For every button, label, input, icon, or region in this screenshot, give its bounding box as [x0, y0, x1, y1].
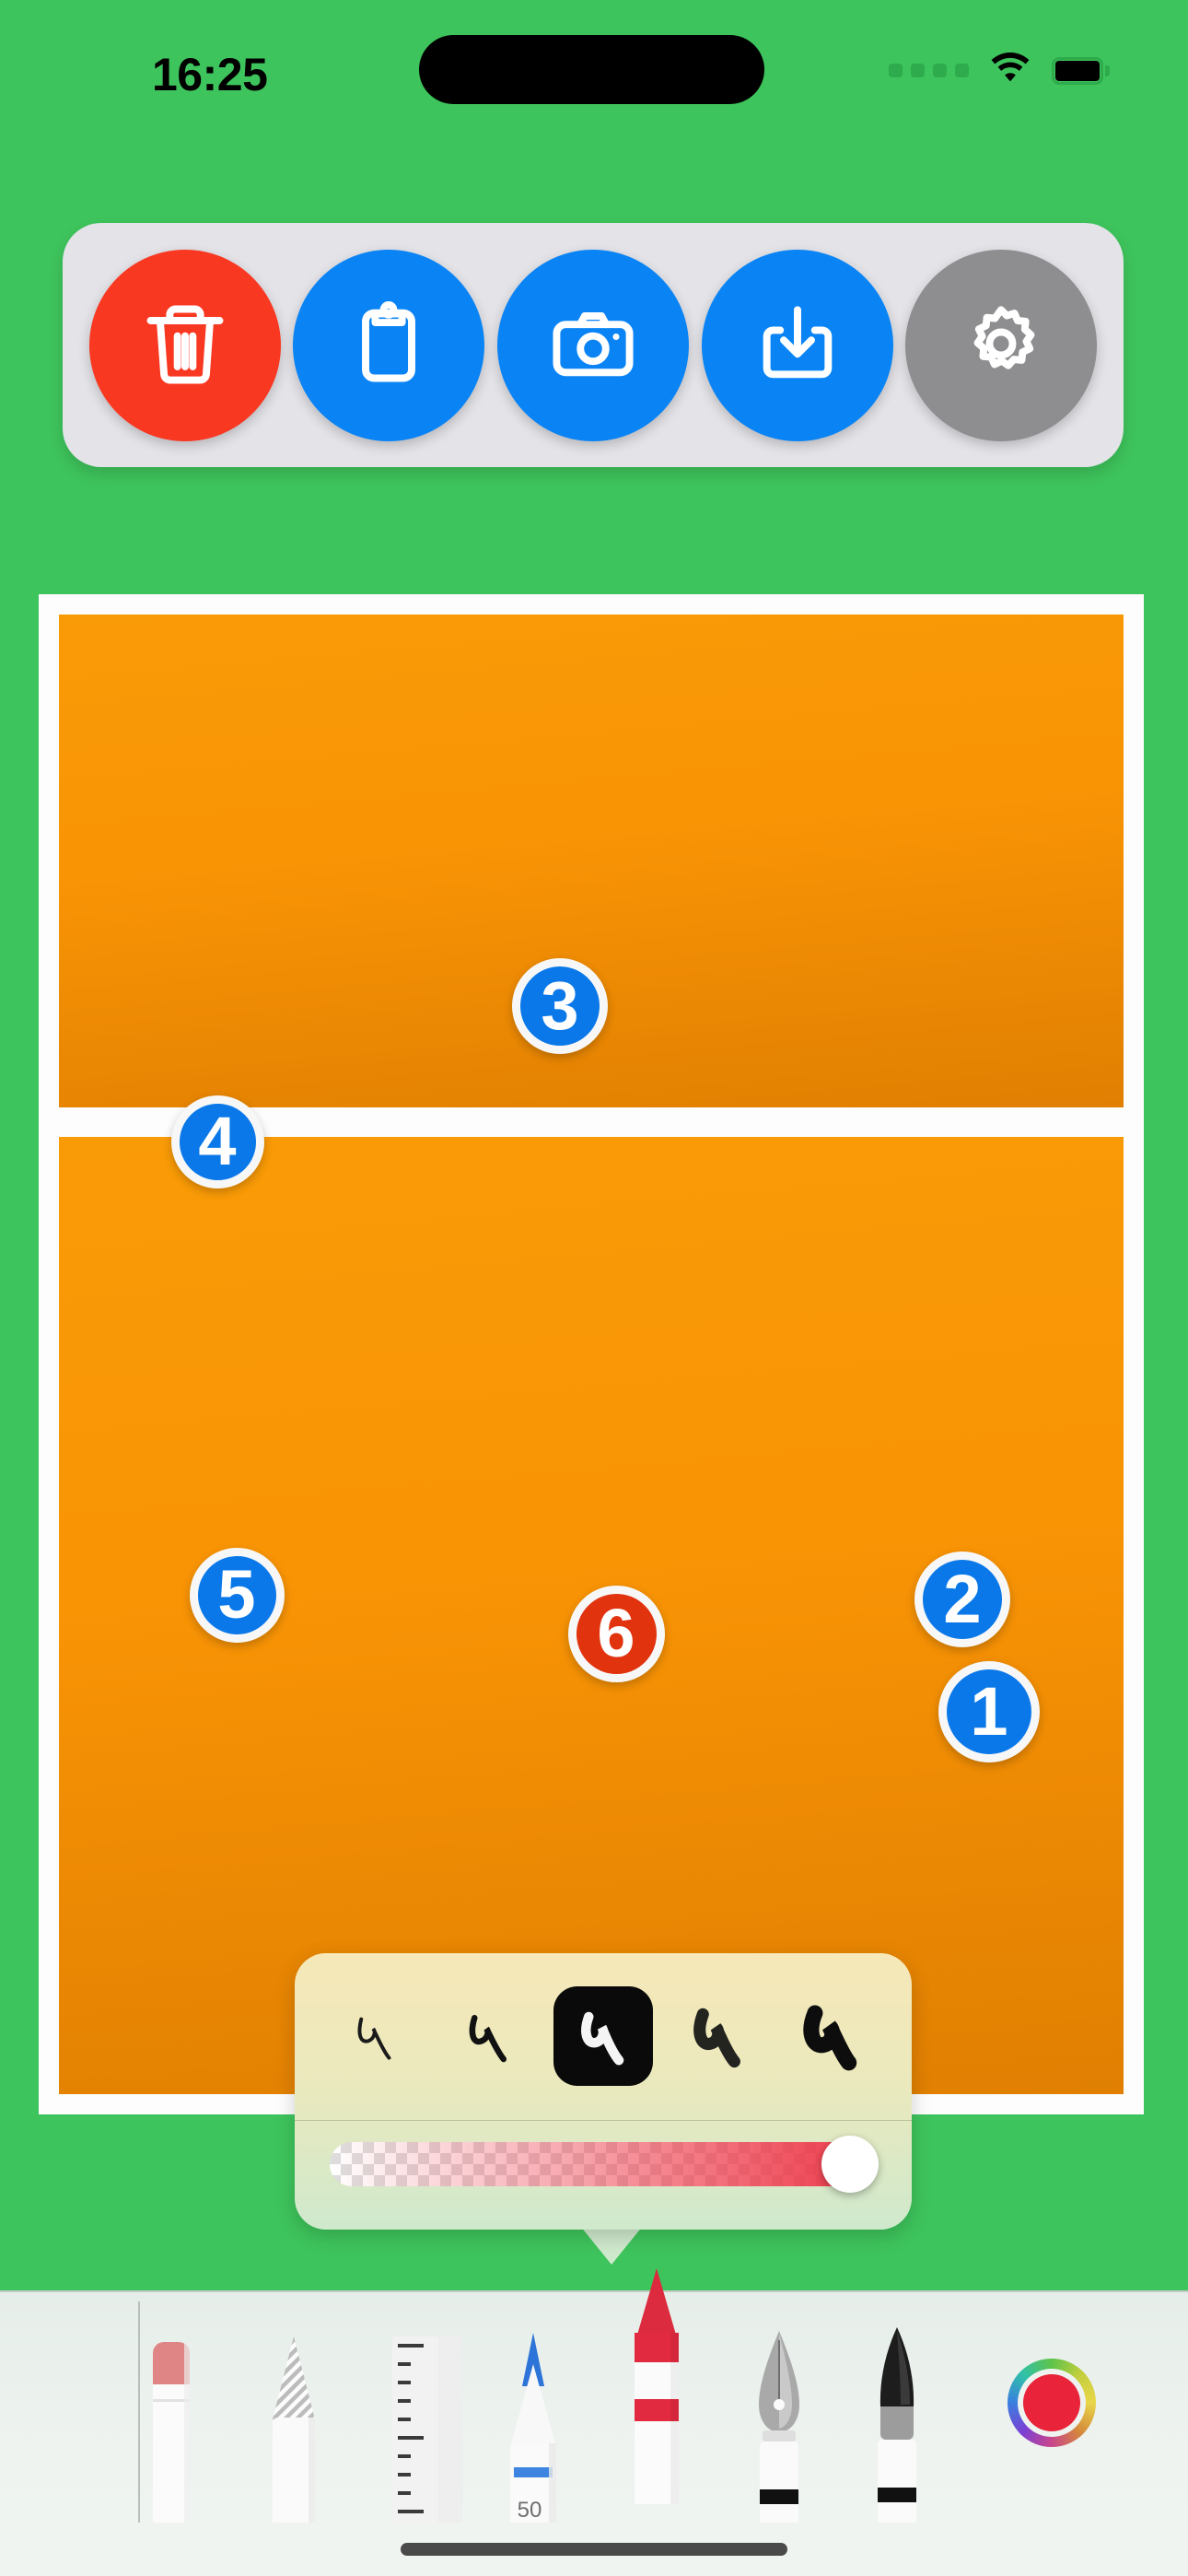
brush-medium[interactable] [439, 1986, 539, 2086]
opacity-slider-knob[interactable] [821, 2136, 879, 2193]
color-picker-swatch [1023, 2374, 1080, 2431]
pencil-tool-list: 50 [0, 2268, 976, 2530]
canvas-marker-2[interactable]: 2 [914, 1551, 1010, 1647]
opacity-slider-track[interactable] [330, 2142, 877, 2186]
status-bar: 16:25 [0, 0, 1188, 111]
wifi-icon [989, 52, 1031, 88]
brush-extra-bold[interactable] [781, 1986, 880, 2086]
popover-arrow [580, 2226, 643, 2265]
cellular-dots-icon [889, 64, 969, 77]
opacity-slider[interactable] [330, 2136, 879, 2193]
canvas-marker-label: 1 [970, 1673, 1008, 1750]
canvas-marker-5[interactable]: 5 [189, 1547, 285, 1643]
paste-button[interactable] [293, 249, 485, 441]
canvas-marker-1[interactable]: 1 [938, 1661, 1040, 1762]
clipboard-icon [343, 298, 435, 392]
canvas-marker-label: 2 [943, 1561, 982, 1637]
brush-textured[interactable] [668, 1986, 767, 2086]
trash-icon [139, 298, 231, 392]
brush-stroke-preview [470, 2015, 507, 2063]
canvas-marker-3[interactable]: 3 [512, 958, 608, 1054]
brush-thin[interactable] [326, 1986, 425, 2086]
canvas-marker-4[interactable]: 4 [170, 1095, 264, 1188]
brush-popover-divider [295, 2120, 912, 2121]
brush-stroke-preview [357, 2017, 391, 2060]
ruler-tool[interactable] [381, 2309, 470, 2530]
brush-stroke-preview [581, 2011, 624, 2066]
pencil-tool[interactable] [263, 2309, 324, 2530]
gear-icon [955, 298, 1047, 392]
canvas-marker-label: 4 [198, 1103, 237, 1179]
toolbar-separator [138, 2301, 140, 2524]
status-time: 16:25 [152, 49, 268, 100]
status-indicators [889, 52, 1110, 88]
camera-icon [547, 298, 639, 392]
battery-full-icon [1052, 56, 1110, 85]
marker-tool[interactable] [619, 2255, 694, 2504]
eraser-tool[interactable] [144, 2309, 199, 2530]
canvas-marker-6[interactable]: 6 [567, 1585, 665, 1682]
brush-options-row [295, 1953, 912, 2119]
top-toolbar [63, 223, 1124, 467]
color-picker-ring [1018, 2369, 1086, 2437]
color-picker[interactable] [1007, 2359, 1096, 2447]
brush-stroke-preview [803, 2005, 857, 2071]
pencil-toolbar: 50 [0, 2268, 1188, 2576]
save-button[interactable] [701, 249, 893, 441]
brush-stroke-preview [693, 2008, 740, 2068]
canvas-marker-label: 5 [217, 1556, 256, 1633]
canvas-marker-label: 6 [597, 1595, 635, 1671]
pen-tool[interactable]: 50 [503, 2309, 564, 2530]
pen-size-label: 50 [518, 2498, 542, 2523]
fountain-pen-tool[interactable] [746, 2309, 812, 2530]
download-icon [751, 298, 844, 392]
camera-button[interactable] [496, 249, 689, 441]
drawing-canvas-frame[interactable] [39, 594, 1144, 2114]
canvas-marker-label: 3 [541, 967, 579, 1044]
dynamic-island [419, 35, 764, 104]
brush-tool[interactable] [864, 2309, 930, 2530]
brush-bold[interactable] [553, 1986, 653, 2086]
home-indicator[interactable] [401, 2543, 787, 2556]
clear-button[interactable] [88, 249, 281, 441]
brush-popover [295, 1953, 912, 2230]
settings-button[interactable] [905, 249, 1098, 441]
